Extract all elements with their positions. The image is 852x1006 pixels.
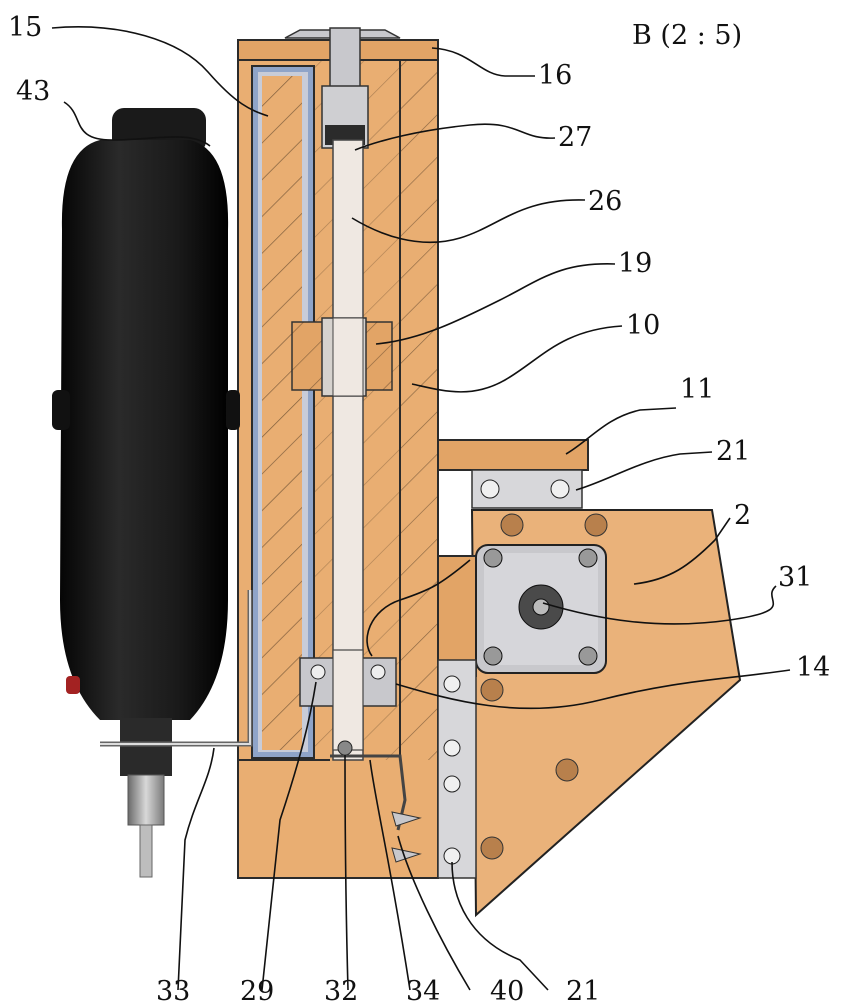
callout-19: 19 <box>618 248 652 279</box>
callout-34: 34 <box>406 976 440 1006</box>
callout-21-bottom: 21 <box>566 976 600 1006</box>
callout-31: 31 <box>778 562 812 593</box>
lead-screw <box>291 85 422 863</box>
callout-2: 2 <box>734 500 751 531</box>
drill <box>52 108 253 878</box>
callout-29: 29 <box>240 976 274 1006</box>
view-label: B (2 : 5) <box>632 20 742 51</box>
callout-labels: B (2 : 5) 15 43 16 27 26 19 10 11 21 2 3… <box>8 12 830 1006</box>
callout-43: 43 <box>16 76 50 107</box>
callout-15: 15 <box>8 12 42 43</box>
top-cap <box>237 27 439 89</box>
callout-11: 11 <box>680 374 714 405</box>
callout-40: 40 <box>490 976 524 1006</box>
callout-16: 16 <box>538 60 572 91</box>
callout-14: 14 <box>796 652 830 683</box>
callout-21-top: 21 <box>716 436 750 467</box>
callout-32: 32 <box>324 976 358 1006</box>
callout-33: 33 <box>156 976 190 1006</box>
callout-26: 26 <box>588 186 622 217</box>
right-assembly <box>437 439 742 918</box>
leader-lines <box>51 26 791 991</box>
callout-27: 27 <box>558 122 592 153</box>
callout-10: 10 <box>626 310 660 341</box>
